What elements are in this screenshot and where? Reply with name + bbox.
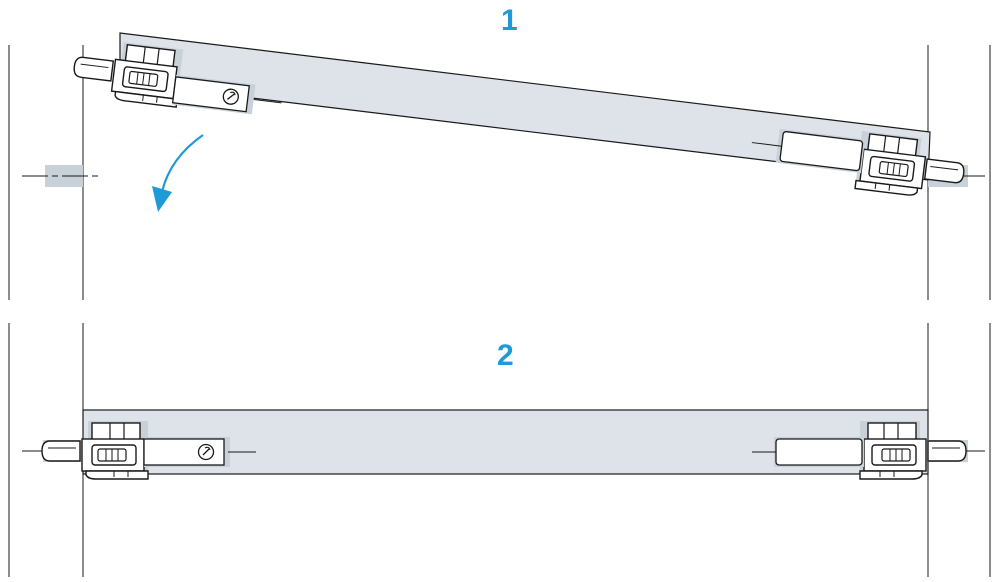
step-1-label: 1	[501, 4, 518, 37]
left-clip-tilted	[70, 35, 282, 115]
step-1-panel	[8, 32, 991, 300]
right-clip-tilted	[751, 128, 969, 203]
step-2-label: 2	[497, 339, 514, 372]
rotate-arrow-icon	[152, 134, 204, 212]
right-clip-installed	[752, 420, 967, 480]
step-2-panel	[8, 323, 991, 577]
left-clip-installed	[41, 420, 256, 480]
